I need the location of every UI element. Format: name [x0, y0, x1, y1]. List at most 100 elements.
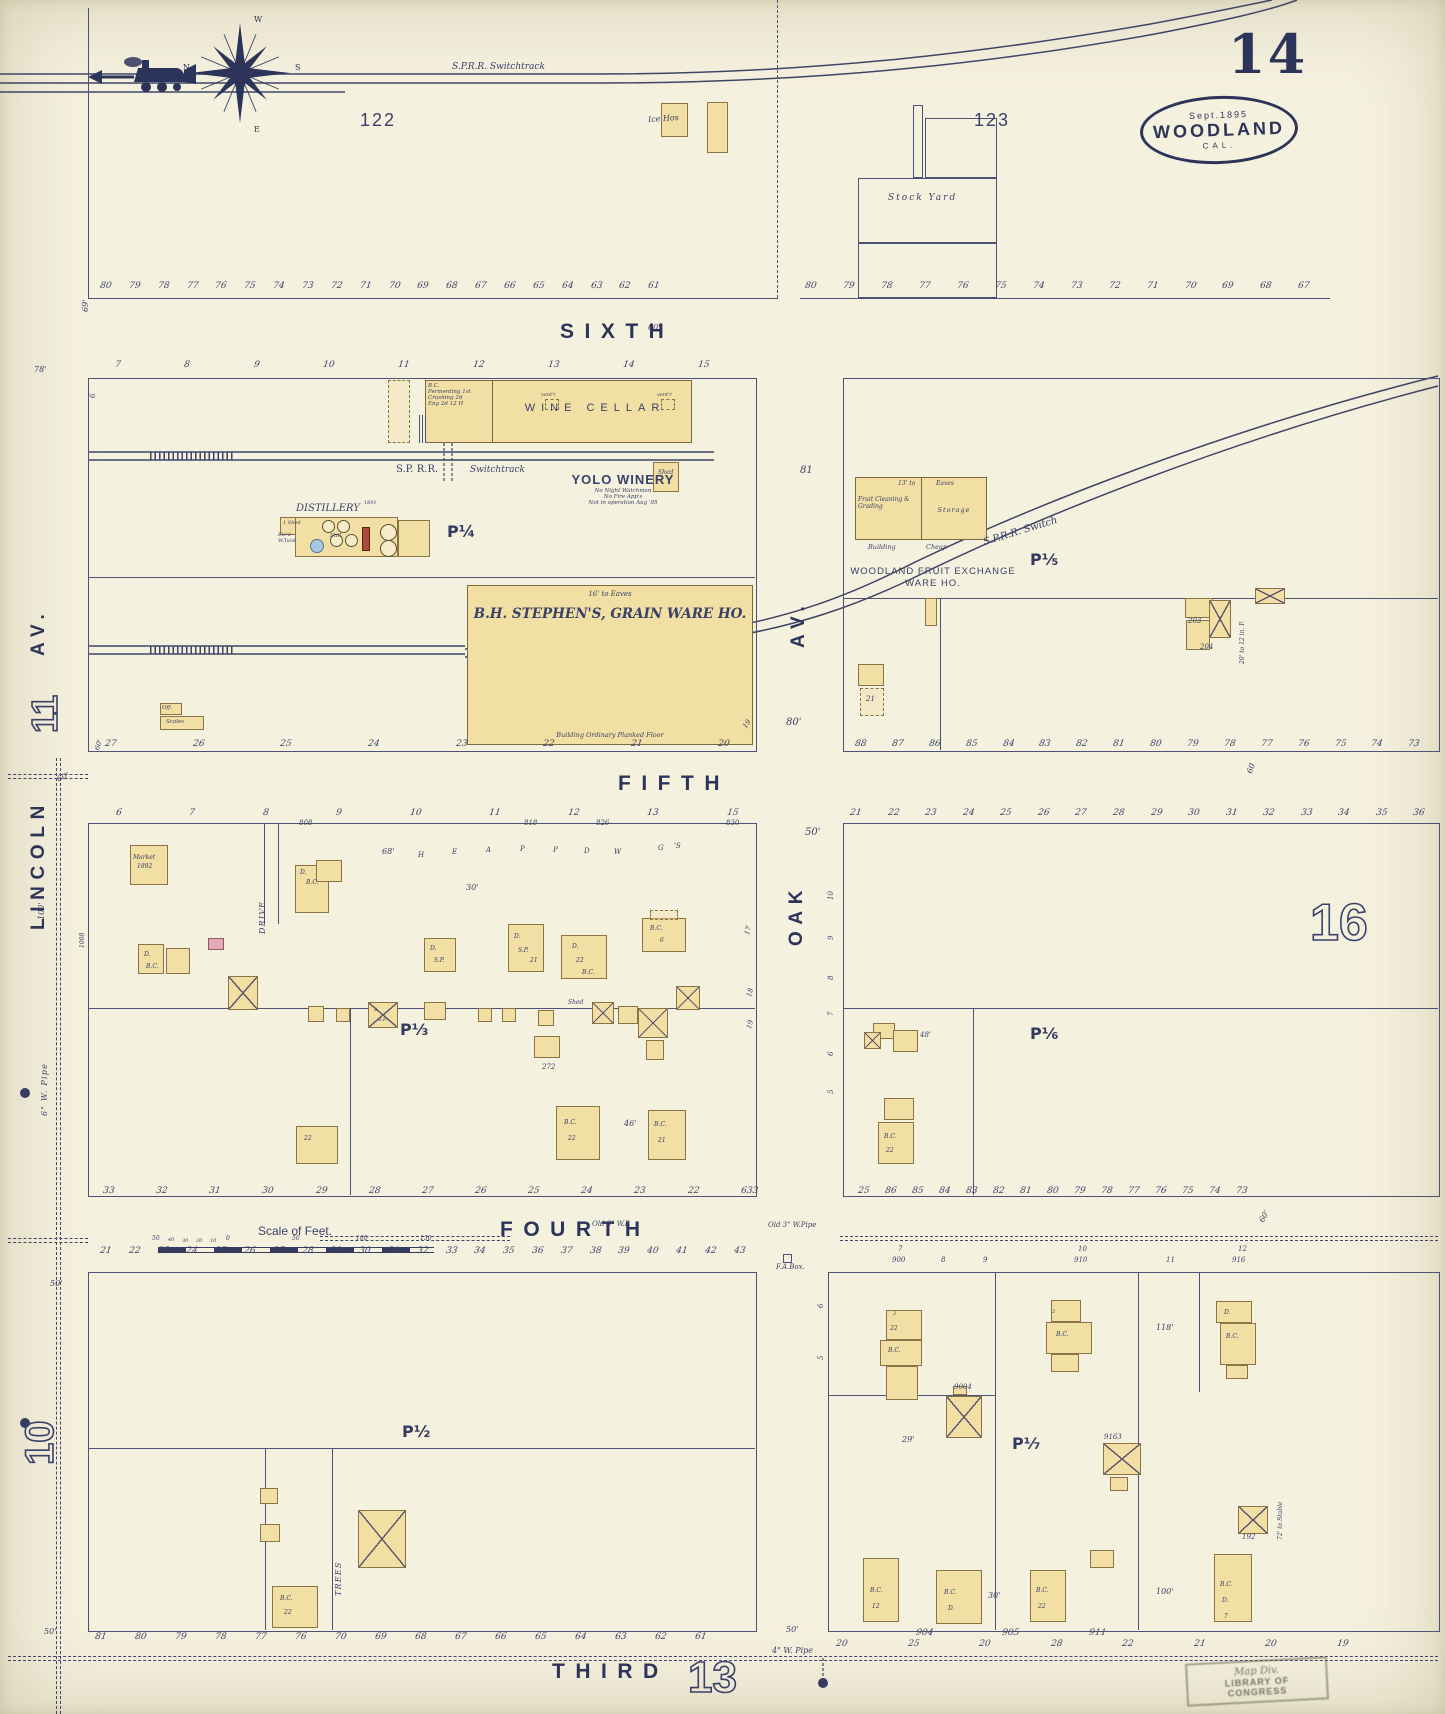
map-note: B.C.: [884, 1133, 897, 1140]
map-note: 50: [292, 1235, 300, 1242]
map-note: 20: [196, 1238, 203, 1244]
lot-number: 19: [1335, 1639, 1349, 1649]
w6-pipe-label: 6" W. Pipe: [40, 1062, 49, 1116]
building-footprint: [556, 1106, 600, 1160]
building-footprint: [166, 948, 190, 974]
building-footprint: [913, 105, 923, 178]
lot-number: 22: [1121, 1639, 1135, 1649]
warehouse-floor-note: Building Ordinary Planked Floor: [556, 731, 664, 739]
distillery-label: DISTILLERY: [296, 503, 360, 514]
map-note: 40: [168, 1237, 175, 1243]
map-note: P: [520, 845, 525, 853]
building-footprint: [858, 664, 884, 686]
lot-number: 10: [322, 360, 336, 370]
wine-cellar-label: WINE CELLAR: [524, 402, 666, 414]
building-footprint: [380, 524, 397, 541]
lot-number: 27: [1074, 808, 1088, 818]
building-footprint: [642, 918, 686, 952]
map-note: 5: [827, 1089, 835, 1094]
lot-number: 24: [580, 1186, 594, 1196]
building-footprint: [322, 520, 335, 533]
fourth-pipe-west: [320, 1236, 510, 1241]
building-footprint: [534, 1036, 560, 1058]
lot-number: 79: [1073, 1186, 1087, 1196]
lot-number: 77: [918, 281, 932, 291]
building-footprint: [661, 399, 675, 410]
building-footprint: [316, 860, 342, 882]
building-footprint: [419, 415, 427, 443]
lot-number: 71: [359, 281, 372, 291]
lot-number: 61: [694, 1632, 708, 1642]
building-footprint: [260, 1488, 278, 1504]
lot-number: 80: [99, 281, 113, 291]
lot-number: 79: [128, 281, 142, 291]
map-note: 21: [658, 1137, 666, 1144]
lot-number: 78: [157, 281, 170, 291]
map-note: 830: [726, 819, 740, 827]
street-lincoln: LINCOLN: [28, 799, 49, 930]
lot-number: 24: [367, 739, 381, 749]
parcel-p-quarter: P¼: [447, 522, 476, 541]
lot-number: 74: [272, 281, 286, 291]
lot-number: 70: [334, 1632, 348, 1642]
building-footprint: [330, 534, 343, 547]
block-122-south-line: [88, 298, 778, 300]
lot-number: 21: [849, 808, 863, 818]
lot-number: 77: [185, 281, 199, 291]
building-footprint: [362, 527, 370, 551]
street-fifth: FIFTH: [618, 772, 730, 795]
adjacent-sheet-13: 13: [687, 1652, 738, 1703]
map-note: S.P.: [434, 957, 445, 964]
building-footprint: [561, 935, 607, 979]
building-footprint: [864, 1032, 881, 1049]
lot-number: 29: [314, 1186, 328, 1196]
lot-number: 76: [214, 281, 228, 291]
compass-w: W: [254, 15, 263, 24]
lot-number: 27: [104, 739, 118, 749]
lot-number: 36: [1412, 808, 1426, 818]
building-footprint: [310, 539, 324, 553]
building-footprint: [878, 1122, 914, 1164]
map-note: 72' to Stable: [1277, 1501, 1284, 1540]
map-note: Shed: [658, 469, 674, 476]
wine-cellar-building: [425, 380, 692, 443]
map-note: 50': [786, 1625, 799, 1634]
building-footprint: [783, 1254, 792, 1263]
fruit-parcel-line: [843, 598, 1438, 600]
lot-number: 8: [262, 808, 270, 818]
map-note: D.: [514, 933, 521, 940]
building-footprint: [260, 1524, 280, 1542]
fruit-cheap-r: Cheap: [926, 543, 948, 551]
building-footprint: [858, 178, 997, 243]
lot-number: 72: [1107, 281, 1121, 291]
winery-block-outline: [88, 378, 757, 752]
map-note: B.C.: [888, 1347, 901, 1354]
lot-number: 27: [272, 1246, 286, 1256]
building-footprint: [502, 1008, 516, 1022]
map-note: 118': [1156, 1323, 1174, 1332]
building-footprint: [650, 910, 678, 920]
building-footprint: [138, 944, 164, 974]
map-note: B.C.: [944, 1589, 957, 1596]
building-footprint: [424, 1002, 446, 1020]
map-note: 22: [1038, 1603, 1046, 1610]
market-label: Market: [133, 854, 156, 861]
building-footprint: [1186, 620, 1210, 650]
map-note: 22: [890, 1325, 898, 1332]
lot-number: 32: [416, 1246, 429, 1256]
rr-mid-track: Switchtrack: [470, 465, 525, 475]
map-note: 2: [893, 1311, 897, 1317]
building-footprint: [886, 1366, 918, 1400]
building-footprint: [345, 534, 358, 547]
lot-number: 70: [1183, 281, 1197, 291]
lot-number: 34: [473, 1246, 487, 1256]
building-footprint: [478, 1008, 492, 1022]
block-10-midline: [88, 1448, 755, 1450]
block-122-west-line: [88, 8, 90, 298]
